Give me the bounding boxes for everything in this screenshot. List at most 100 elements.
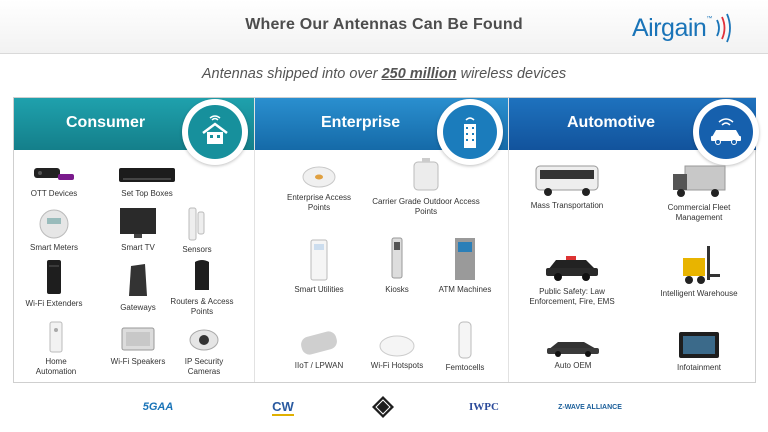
item-label: OTT Devices (30, 189, 78, 198)
item-label: Routers & Access Points (170, 297, 234, 316)
consumer-label: Consumer (66, 114, 146, 131)
wifi-extender-icon (47, 260, 61, 294)
partner-name: Z-WAVE ALLIANCE (558, 403, 622, 411)
item-label: ATM Machines (438, 285, 492, 294)
item-auto-oem: Auto OEM (533, 334, 613, 371)
5gaa-logo: 5GAA (128, 392, 188, 422)
item-set-top-boxes: Set Top Boxes (112, 162, 182, 199)
smart-tv-icon (120, 208, 156, 238)
sedan-icon (547, 342, 599, 357)
iwpc-logo: IWPC (462, 392, 506, 422)
partner-name: 5GAA (142, 401, 174, 413)
item-label: Enterprise Access Points (286, 193, 352, 212)
item-enterprise-ap: Enterprise Access Points (277, 164, 361, 212)
enterprise-column: Enterprise Enterprise Access Points (254, 98, 508, 382)
consumer-badge (182, 99, 248, 165)
logo-text: Airgain (632, 13, 707, 42)
utility-meter-icon (310, 239, 328, 281)
subtitle: Antennas shipped into over 250 million w… (0, 66, 768, 82)
item-mass-transportation: Mass Transportation (525, 162, 609, 211)
item-iiot: IIoT / LPWAN (277, 328, 361, 371)
item-label: Smart Meters (29, 243, 78, 252)
item-label: Femtocells (445, 363, 485, 372)
item-ott-devices: OTT Devices (22, 162, 86, 199)
item-kiosks: Kiosks (367, 236, 427, 295)
item-label: Public Safety: Law Enforcement, Fire, EM… (529, 287, 615, 306)
item-public-safety: Public Safety: Law Enforcement, Fire, EM… (523, 248, 621, 306)
emblem-logo (368, 392, 398, 422)
access-point-icon (302, 166, 336, 188)
airgain-logo: Airgain ™ (632, 10, 734, 46)
item-atm: ATM Machines (429, 236, 501, 295)
enterprise-label: Enterprise (321, 114, 401, 131)
automotive-badge (693, 99, 759, 165)
home-automation-icon (49, 321, 63, 353)
consumer-column: Consumer OTT Devices (14, 98, 254, 382)
diamond-emblem-icon (372, 396, 394, 418)
signal-arcs-icon (716, 13, 732, 43)
item-smart-tv: Smart TV (106, 206, 170, 253)
atm-icon (455, 238, 475, 280)
truck-icon (673, 165, 726, 197)
forklift-icon (683, 246, 720, 284)
subtitle-text-end: wireless devices (456, 66, 567, 82)
partner-name: IWPC (469, 401, 499, 413)
partner-logos: 5GAA CW IWPC Z-WAVE ALLIANCE (0, 392, 768, 426)
item-label: Commercial Fleet Management (667, 203, 731, 222)
item-label: Wi-Fi Hotspots (370, 361, 424, 370)
automotive-label: Automotive (567, 114, 655, 131)
market-board: Consumer OTT Devices (13, 97, 759, 383)
kiosk-icon (391, 237, 403, 279)
car-wifi-icon (711, 118, 741, 145)
item-ip-cameras: IP Security Cameras (172, 324, 236, 376)
sensor-icon (188, 207, 205, 241)
item-femtocells: Femtocells (431, 320, 499, 373)
subtitle-text: Antennas shipped into over (201, 66, 382, 82)
item-smart-utilities: Smart Utilities (281, 238, 357, 295)
item-sensors: Sensors (172, 206, 222, 255)
item-label: IIoT / LPWAN (294, 361, 344, 370)
security-camera-icon (189, 329, 219, 351)
femtocell-icon (458, 321, 472, 359)
iiot-antenna-icon (301, 331, 337, 355)
item-label: IP Security Cameras (184, 357, 224, 376)
item-label: Wi-Fi Speakers (110, 357, 166, 366)
automotive-column: Automotive Mass Transportation (508, 98, 759, 382)
ott-device-icon (34, 168, 74, 180)
set-top-box-icon (119, 168, 175, 182)
wifi-speaker-icon (121, 327, 155, 351)
enterprise-badge (437, 99, 503, 165)
building-wifi-icon (464, 117, 476, 148)
item-label: Intelligent Warehouse (660, 289, 738, 298)
gateway-icon (129, 264, 147, 296)
item-infotainment: Infotainment (659, 330, 739, 373)
partner-name: CW (272, 398, 294, 416)
infotainment-screen-icon (679, 332, 719, 358)
item-home-automation: Home Automation (24, 320, 88, 376)
item-label: Smart TV (121, 243, 155, 252)
router-icon (195, 260, 209, 290)
item-label: Carrier Grade Outdoor Access Points (372, 197, 480, 216)
cw-logo: CW (258, 392, 308, 422)
item-commercial-fleet: Commercial Fleet Management (649, 162, 749, 222)
header-bar: Where Our Antennas Can Be Found Airgain … (0, 0, 768, 54)
item-label: Smart Utilities (294, 285, 344, 294)
item-wifi-extenders: Wi-Fi Extenders (22, 258, 86, 309)
smart-meter-icon (39, 209, 69, 239)
page-title: Where Our Antennas Can Be Found (245, 16, 523, 33)
item-label: Home Automation (35, 357, 77, 376)
item-carrier-ap: Carrier Grade Outdoor Access Points (367, 156, 485, 216)
logo-tm: ™ (706, 16, 713, 22)
item-label: Gateways (120, 303, 156, 312)
subtitle-highlight: 250 million (381, 66, 457, 82)
item-label: Set Top Boxes (121, 189, 173, 198)
police-car-icon (546, 256, 598, 281)
item-label: Wi-Fi Extenders (25, 299, 83, 308)
item-label: Mass Transportation (530, 201, 604, 210)
item-wifi-hotspots: Wi-Fi Hotspots (359, 330, 435, 371)
hotspot-icon (379, 335, 415, 357)
bus-icon (535, 165, 599, 196)
outdoor-access-point-icon (413, 158, 439, 191)
item-label: Auto OEM (554, 361, 592, 370)
